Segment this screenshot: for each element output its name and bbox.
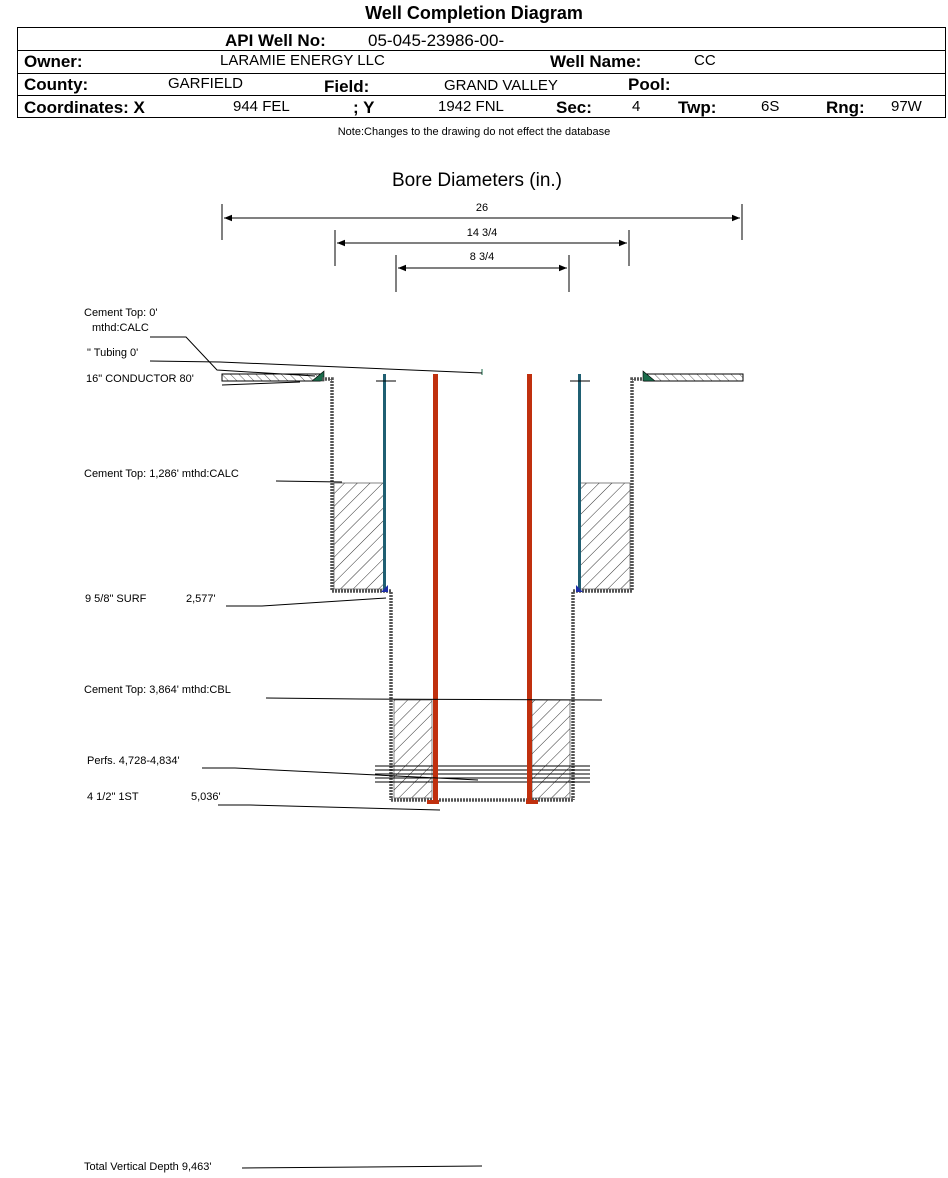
sec-value: 4 [632,98,641,115]
leader-lines [149,336,603,1169]
surface-cement-right [579,482,631,590]
county-value: GARFIELD [168,75,244,92]
bore-diameters-title: Bore Diameters (in.) [392,170,562,191]
drawing-note: Note:Changes to the drawing do not effec… [337,126,611,138]
bore-dimension-26: 26 [221,202,743,240]
bore-dimension-8-3-4: 8 3/4 [395,251,570,292]
production-casing-right [527,374,532,802]
coord-y-value: 1942 FNL [438,98,504,115]
borehole-wall [322,377,642,802]
twp-label: Twp: [678,98,717,117]
field-value: GRAND VALLEY [444,77,558,94]
rng-value: 97W [891,98,922,115]
api-label: API Well No: [225,31,326,50]
production-cement-left [393,699,433,799]
production-cement-right [531,699,571,799]
conductor-label: 16" CONDUCTOR 80' [86,373,194,385]
county-label: County: [24,75,89,94]
field-label: Field: [324,77,370,96]
conductor-shoe-right [642,370,656,382]
twp-value: 6S [761,98,780,115]
api-value: 05-045-23986-00- [368,31,505,50]
production-casing-label: 4 1/2" 1ST [87,791,139,803]
production-casing-depth: 5,036' [191,791,221,803]
bore-label: 14 3/4 [467,227,498,239]
coord-x-value: 944 FEL [233,98,290,115]
header-row-divider [18,50,945,51]
coord-x-label: Coordinates: X [24,98,145,117]
total-depth-label: Total Vertical Depth 9,463' [84,1161,211,1173]
tubing-label: " Tubing 0' [87,347,138,359]
bore-dimension-14-3-4: 14 3/4 [334,227,630,266]
surface-shoe-left [381,585,388,592]
sec-label: Sec: [556,98,592,117]
rng-label: Rng: [826,98,865,117]
coord-y-label: ; Y [353,98,375,117]
conductor-shoe-left [311,370,325,382]
surface-casing-right [578,374,581,592]
pool-label: Pool: [628,75,671,94]
conductor-cement-right [643,373,744,382]
header-row-divider [18,95,945,96]
production-casing-left [433,374,438,802]
owner-label: Owner: [24,52,83,71]
surface-casing-left [383,374,386,592]
page-title: Well Completion Diagram [365,3,583,23]
production-shoe-right [526,800,538,804]
bore-label: 26 [476,202,488,214]
production-shoe-left [427,800,439,804]
surface-cement-left [333,482,385,590]
cement-top-label: Cement Top: 0' [84,307,157,319]
header-row-divider [18,73,945,74]
bore-label: 8 3/4 [470,251,494,263]
cement-top-label: Cement Top: 3,864' mthd:CBL [84,684,231,696]
cement-method-label: mthd:CALC [92,322,149,334]
owner-value: LARAMIE ENERGY LLC [220,52,385,69]
well-header-table: API Well No: 05-045-23986-00- Owner: LAR… [17,27,946,118]
well-name-value: CC [694,52,716,69]
perforations [375,765,590,783]
cement-top-label: Cement Top: 1,286' mthd:CALC [84,468,239,480]
perforations-label: Perfs. 4,728-4,834' [87,755,180,767]
well-name-label: Well Name: [550,52,642,71]
surface-casing-depth: 2,577' [186,593,216,605]
surface-shoe-right [576,585,583,592]
surface-casing-label: 9 5/8" SURF [85,593,147,605]
